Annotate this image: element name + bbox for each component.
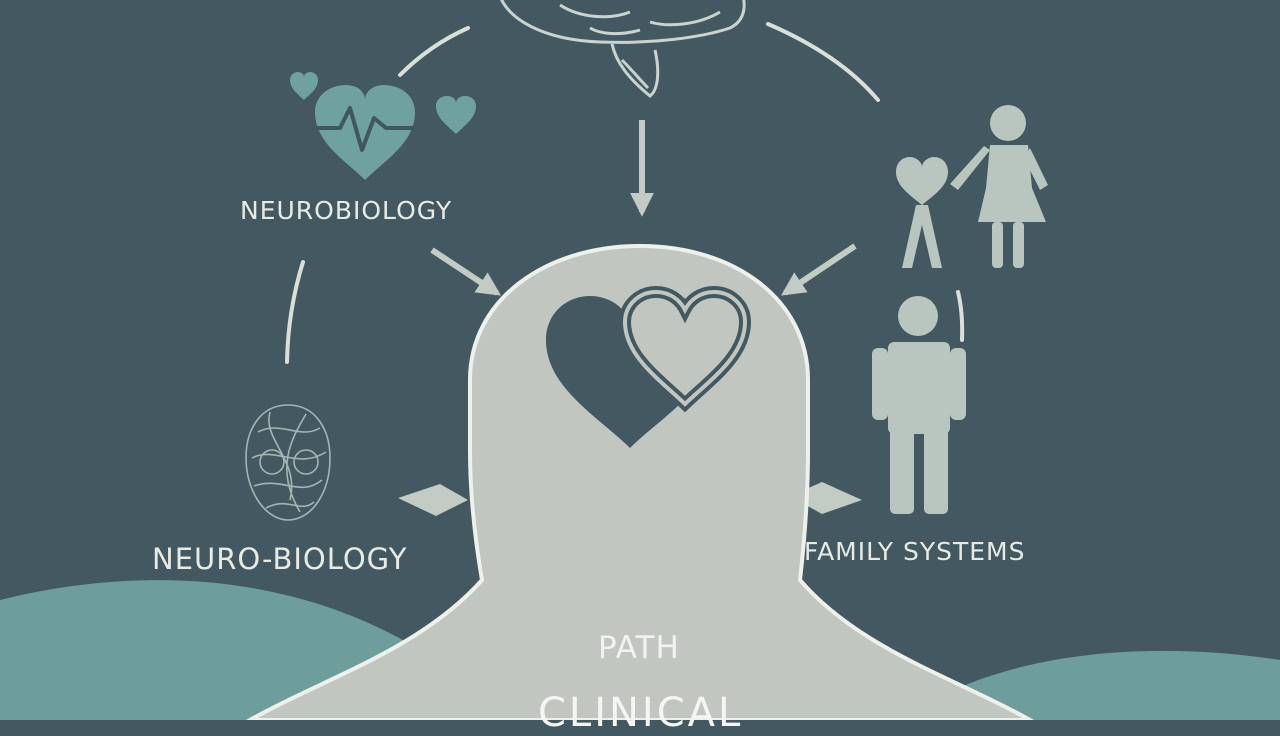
brain-icon xyxy=(500,0,746,98)
arrow-from-family xyxy=(781,243,857,296)
person-icon xyxy=(872,296,966,514)
head-silhouette xyxy=(245,243,1035,720)
cycle-arc-top-left xyxy=(398,26,470,77)
cycle-arc-left xyxy=(285,260,305,364)
heartbeat-heart-icon xyxy=(308,85,420,180)
neuro-biology-label: NEURO-BIOLOGY xyxy=(152,542,408,576)
small-heart-icon xyxy=(290,72,318,100)
diagram-canvas xyxy=(0,0,1280,720)
arrow-from-neuro-biology xyxy=(398,484,468,516)
neurobiology-label: NEUROBIOLOGY xyxy=(240,196,453,225)
path-label: PATH xyxy=(598,630,680,666)
double-heart-icon xyxy=(546,285,752,448)
family-systems-label: FAMILY SYSTEMS xyxy=(804,537,1026,566)
arrow-from-neurobiology xyxy=(430,247,502,296)
clinical-label: CLINICAL xyxy=(538,690,744,736)
left-wave xyxy=(0,580,420,720)
adult-child-heart-icon xyxy=(896,105,1048,268)
small-heart-icon xyxy=(436,96,476,134)
tangled-head-icon xyxy=(245,404,331,521)
cycle-arc-right xyxy=(956,290,965,342)
cycle-arc-top-right xyxy=(766,22,880,102)
